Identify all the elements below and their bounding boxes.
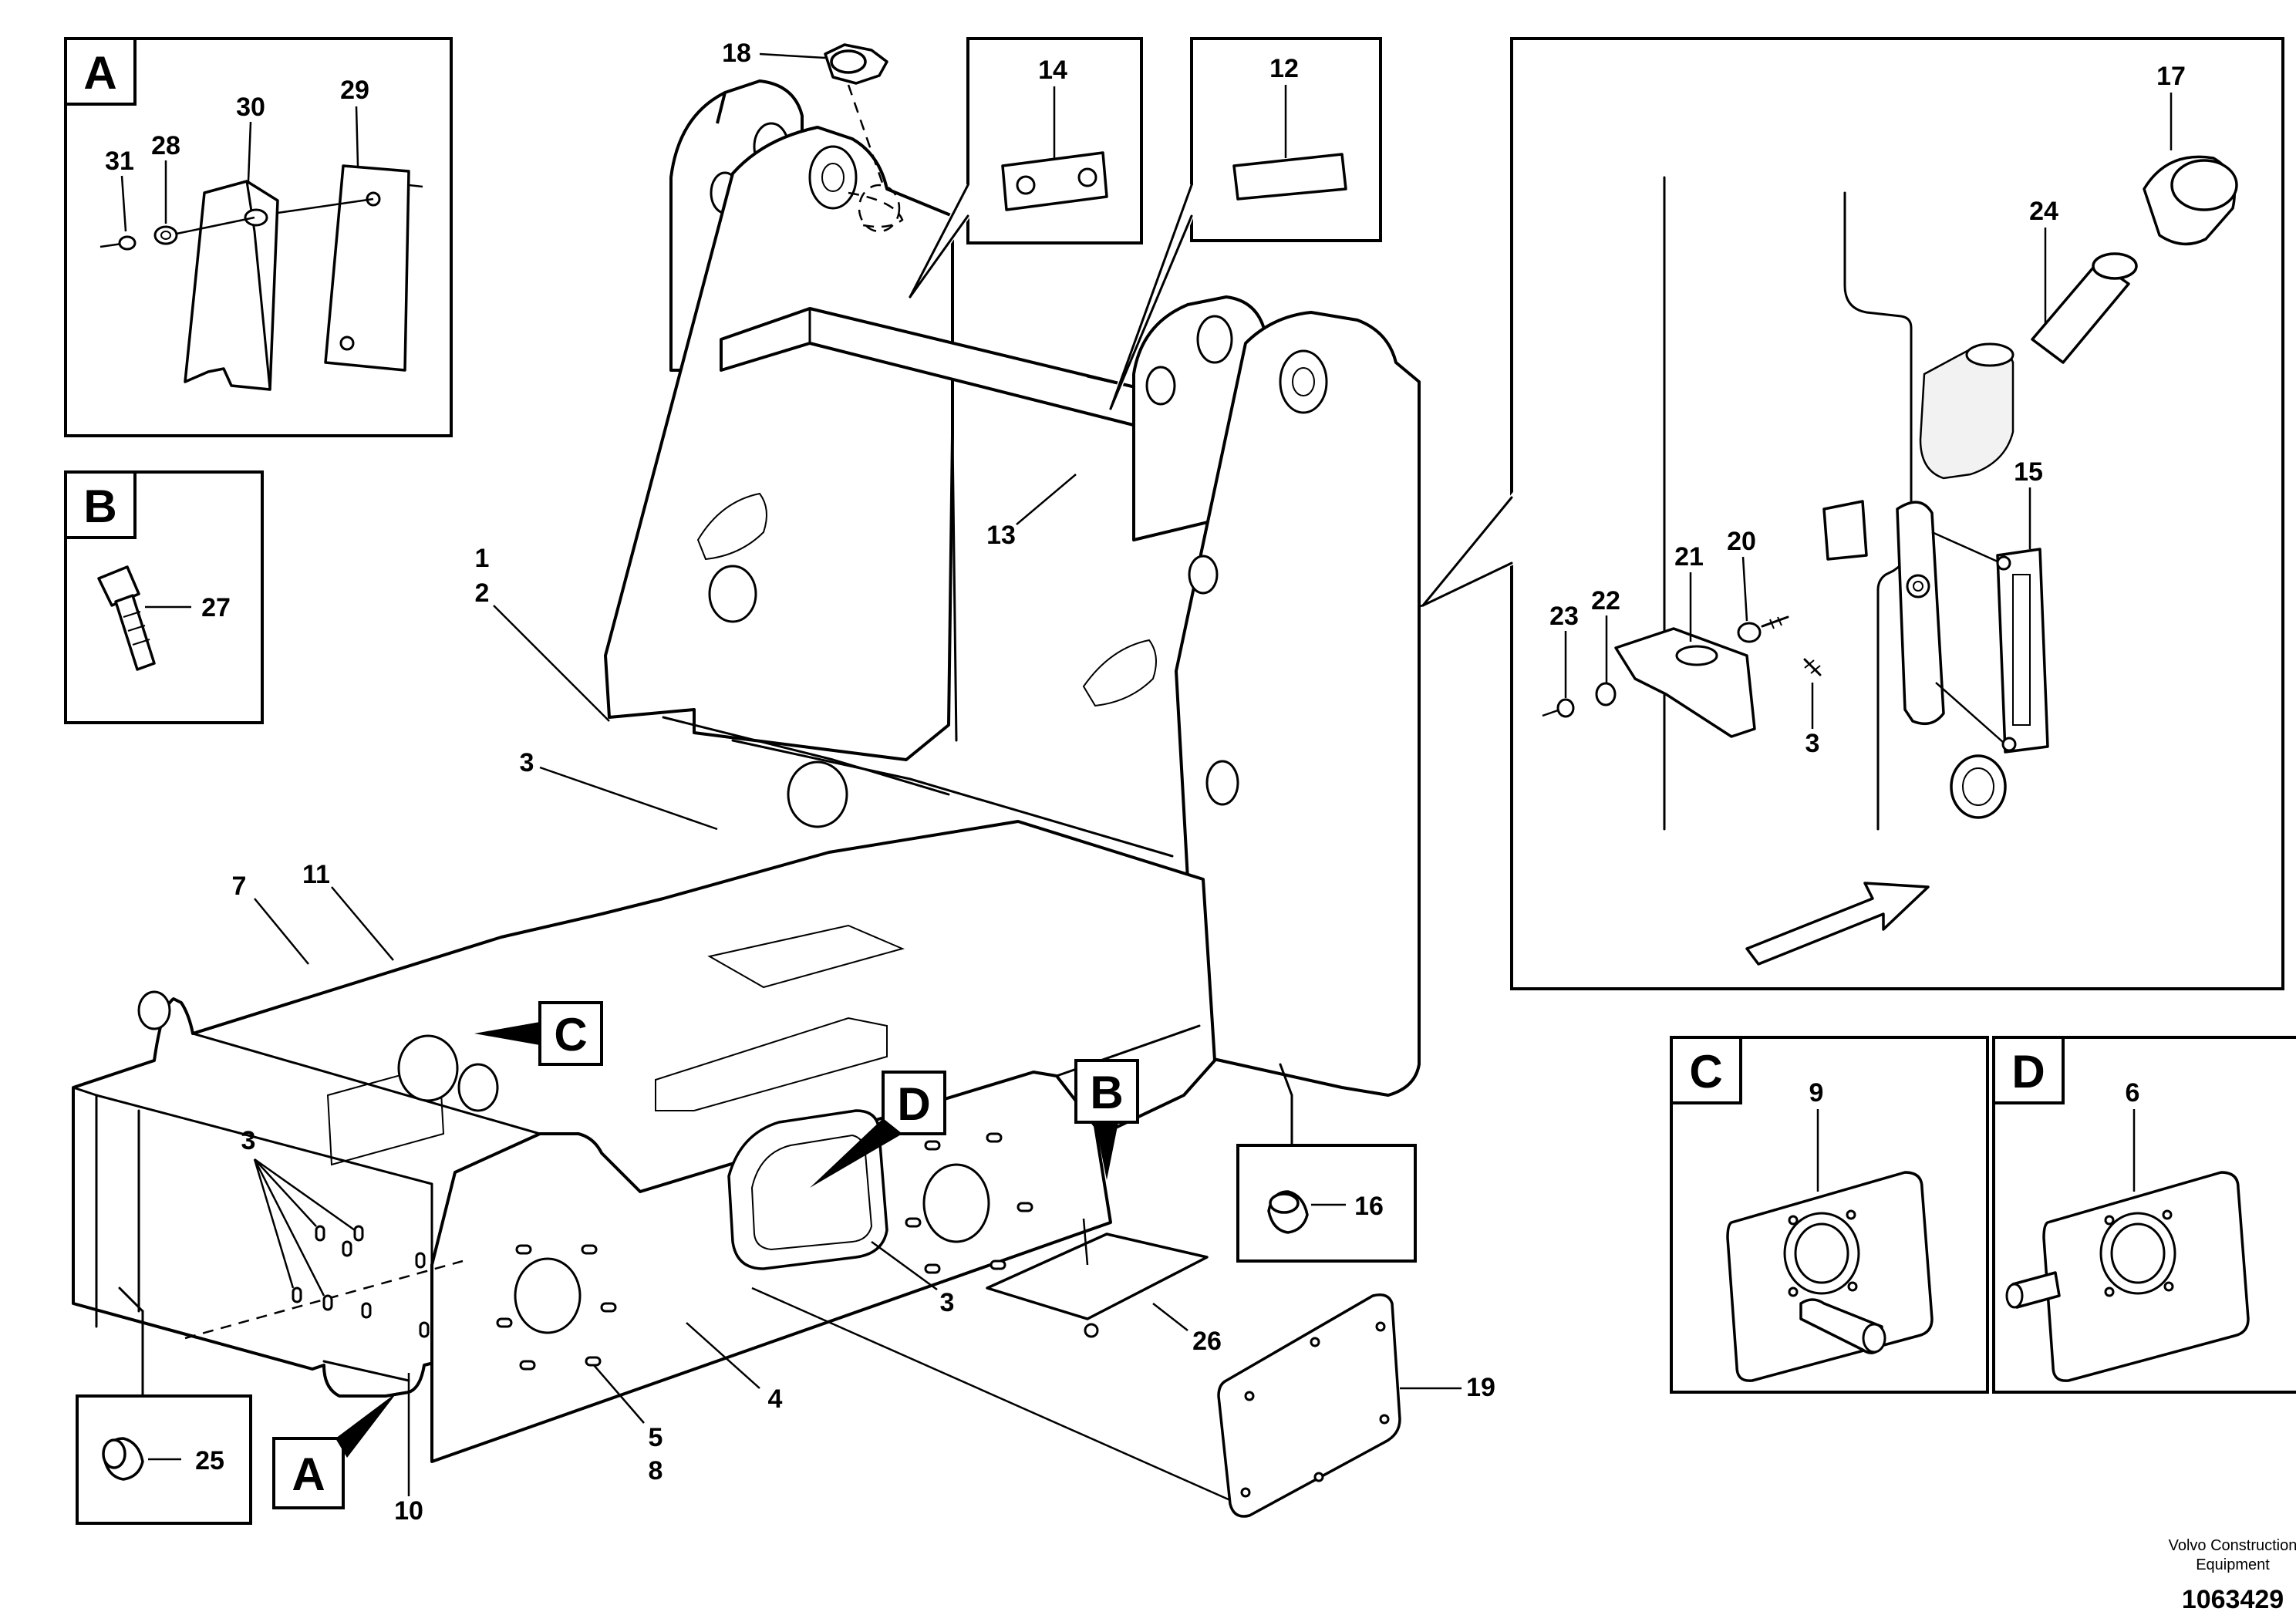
detail-box-c: C 9 xyxy=(1670,1036,1989,1394)
callout-7: 7 xyxy=(232,872,247,901)
screw-part-3 xyxy=(1803,658,1822,676)
sight-glass-part-15 xyxy=(1931,531,2049,754)
callout-17: 17 xyxy=(2156,62,2186,91)
view-direction-arrow xyxy=(1745,882,1930,966)
view-reference-b: B xyxy=(1074,1059,1139,1180)
view-reference-a: A xyxy=(272,1392,397,1509)
callout-15: 15 xyxy=(2014,457,2043,487)
drawing-number: 1063429 xyxy=(2182,1585,2284,1614)
cap-part-17 xyxy=(2143,155,2238,246)
callout-18: 18 xyxy=(722,39,751,68)
callout-3-upper: 3 xyxy=(520,748,534,777)
callout-6: 6 xyxy=(2126,1078,2140,1108)
callout-3-lower: 3 xyxy=(241,1126,256,1155)
detail-box-c-letter: C xyxy=(1689,1046,1722,1098)
callout-25: 25 xyxy=(195,1446,224,1475)
bracket-part-30 xyxy=(184,180,279,391)
callout-12: 12 xyxy=(1269,54,1299,83)
detail-box-d-letter: D xyxy=(2011,1046,2045,1098)
plate-part-26 xyxy=(986,1218,1209,1338)
detail-box-part-14 xyxy=(908,37,1143,298)
detail-box-part-16 xyxy=(1236,1063,1417,1263)
hinge-plate xyxy=(1822,500,1945,726)
view-reference-a-letter: A xyxy=(292,1448,325,1500)
cover-part-19 xyxy=(751,1286,1401,1518)
view-reference-d: D xyxy=(810,1071,946,1188)
callout-14: 14 xyxy=(1038,56,1067,85)
callout-23: 23 xyxy=(1549,602,1579,631)
callout-10: 10 xyxy=(394,1496,423,1526)
detail-box-a: A 31 28 30 29 xyxy=(64,37,453,437)
callout-1: 1 xyxy=(475,544,490,573)
callout-21: 21 xyxy=(1674,542,1704,572)
callout-22: 22 xyxy=(1591,586,1620,615)
callout-30: 30 xyxy=(236,93,265,122)
detail-box-a-letter: A xyxy=(83,47,116,99)
callout-11: 11 xyxy=(302,860,330,889)
footer-brand-line-1: Volvo Construction xyxy=(2169,1537,2296,1554)
callout-3-mid: 3 xyxy=(940,1288,955,1317)
detail-box-b-letter: B xyxy=(83,481,116,532)
footer-brand-line-2: Equipment xyxy=(2196,1556,2270,1573)
callout-4: 4 xyxy=(768,1384,783,1414)
detail-box-d: D 6 xyxy=(1992,1036,2296,1394)
callout-27: 27 xyxy=(201,593,231,622)
view-reference-c: C xyxy=(474,1001,603,1066)
callout-8: 8 xyxy=(649,1456,663,1485)
washer-part-22 xyxy=(1595,682,1617,706)
callout-5: 5 xyxy=(649,1423,663,1452)
callout-24: 24 xyxy=(2029,197,2058,226)
bracket-part-21 xyxy=(1614,627,1756,738)
side-detail-view: 17 24 15 21 xyxy=(1318,37,2284,990)
knob-part-18 xyxy=(824,43,901,233)
callout-13: 13 xyxy=(986,521,1016,550)
sight-gauge-sleeve xyxy=(1919,342,2014,480)
callout-31: 31 xyxy=(105,147,134,176)
tube-part-24 xyxy=(2031,252,2138,364)
callout-20: 20 xyxy=(1727,527,1756,556)
callout-26: 26 xyxy=(1192,1327,1222,1356)
washer-part-20 xyxy=(1737,615,1789,643)
main-frame-assembly xyxy=(72,79,1421,1463)
detail-box-b: B 27 xyxy=(64,470,264,724)
cover-plate-part-9 xyxy=(1726,1171,1934,1382)
callout-19: 19 xyxy=(1466,1373,1495,1402)
callout-2: 2 xyxy=(475,578,490,608)
callout-29: 29 xyxy=(340,76,369,105)
callout-28: 28 xyxy=(151,131,180,160)
washer-part-28 xyxy=(153,197,374,245)
callout-3-detail: 3 xyxy=(1805,729,1820,758)
bolt-part-27 xyxy=(97,565,156,671)
view-reference-b-letter: B xyxy=(1090,1067,1123,1118)
cover-plate-part-6 xyxy=(2005,1171,2250,1382)
callout-9: 9 xyxy=(1809,1078,1824,1108)
view-reference-c-letter: C xyxy=(554,1009,587,1061)
washer-part-31 xyxy=(99,235,137,251)
view-reference-d-letter: D xyxy=(897,1078,930,1130)
nut-part-23 xyxy=(1542,698,1575,718)
plate-part-29 xyxy=(324,164,423,372)
callout-16: 16 xyxy=(1354,1192,1384,1221)
panel-studs xyxy=(292,1132,1033,1371)
